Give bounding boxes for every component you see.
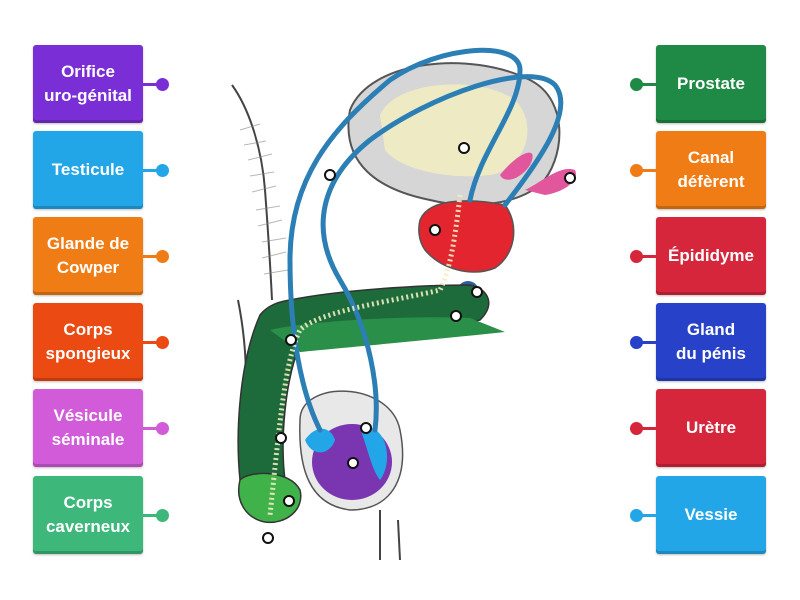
- label-uretre[interactable]: Urètre: [656, 389, 766, 467]
- connector-line: [638, 341, 656, 344]
- connector-dot[interactable]: [630, 422, 643, 435]
- hotspot-prostate[interactable]: [429, 224, 441, 236]
- label-text: Prostate: [676, 74, 746, 93]
- connector-dot[interactable]: [156, 422, 169, 435]
- hotspot-urethra[interactable]: [450, 310, 462, 322]
- connector-dot[interactable]: [156, 78, 169, 91]
- label-vessie[interactable]: Vessie: [656, 476, 766, 554]
- hotspot-urogenital-orifice[interactable]: [262, 532, 274, 544]
- seminal-vesicle-right: [525, 169, 576, 195]
- connector-dot[interactable]: [630, 250, 643, 263]
- hotspot-corpus-cavernosum[interactable]: [285, 334, 297, 346]
- connector-dot[interactable]: [630, 509, 643, 522]
- connector-line: [638, 169, 656, 172]
- label-text: Corps caverneux: [45, 493, 131, 536]
- pubic-hair: [239, 123, 289, 275]
- label-epididyme[interactable]: Épididyme: [656, 217, 766, 295]
- hotspot-corpus-spongiosum[interactable]: [275, 432, 287, 444]
- connector-line: [143, 514, 161, 517]
- label-text: Corps spongieux: [45, 320, 131, 363]
- connector-dot[interactable]: [156, 164, 169, 177]
- prostate: [418, 200, 515, 273]
- hotspot-bladder[interactable]: [458, 142, 470, 154]
- hotspot-vas-deferens[interactable]: [324, 169, 336, 181]
- connector-line: [143, 169, 161, 172]
- label-text: Épididyme: [668, 246, 754, 265]
- hotspot-seminal-vesicle[interactable]: [564, 172, 576, 184]
- connector-dot[interactable]: [630, 78, 643, 91]
- label-text: Vessie: [684, 505, 738, 524]
- label-text: Testicule: [51, 160, 125, 179]
- hotspot-markers[interactable]: [262, 142, 576, 544]
- label-text: Gland du pénis: [676, 320, 746, 363]
- label-corps-caverneux[interactable]: Corps caverneux: [33, 476, 143, 554]
- label-testicule[interactable]: Testicule: [33, 131, 143, 209]
- hotspot-cowper-gland[interactable]: [471, 286, 483, 298]
- seminal-vesicle: [500, 152, 533, 180]
- connector-line: [638, 83, 656, 86]
- connector-line: [143, 255, 161, 258]
- connector-line: [143, 83, 161, 86]
- connector-line: [638, 514, 656, 517]
- label-canal-deferent[interactable]: Canal défèrent: [656, 131, 766, 209]
- epididymis-2: [360, 426, 388, 480]
- connector-dot[interactable]: [630, 164, 643, 177]
- label-vesicule-seminale[interactable]: Vésicule séminale: [33, 389, 143, 467]
- label-text: Orifice uro-génital: [44, 62, 132, 105]
- label-glande-de-cowper[interactable]: Glande de Cowper: [33, 217, 143, 295]
- corpus-spongiosum: [270, 317, 505, 352]
- label-corps-spongieux[interactable]: Corps spongieux: [33, 303, 143, 381]
- vas-deferens-right: [320, 74, 564, 433]
- label-text: Canal défèrent: [677, 148, 745, 191]
- connector-dot[interactable]: [156, 336, 169, 349]
- connector-line: [143, 341, 161, 344]
- connector-dot[interactable]: [630, 336, 643, 349]
- hotspot-epididymis[interactable]: [360, 422, 372, 434]
- label-prostate[interactable]: Prostate: [656, 45, 766, 123]
- label-gland-du-penis[interactable]: Gland du pénis: [656, 303, 766, 381]
- epididymis: [305, 428, 335, 453]
- hotspot-glans[interactable]: [283, 495, 295, 507]
- label-orifice-uro-genital[interactable]: Orifice uro-génital: [33, 45, 143, 123]
- connector-dot[interactable]: [156, 250, 169, 263]
- urethra: [267, 194, 463, 516]
- label-text: Urètre: [685, 418, 737, 437]
- hotspot-testicle[interactable]: [347, 457, 359, 469]
- connector-dot[interactable]: [156, 509, 169, 522]
- connector-line: [638, 255, 656, 258]
- connector-line: [143, 427, 161, 430]
- label-text: Vésicule séminale: [51, 406, 125, 449]
- bladder-inner: [380, 84, 528, 177]
- connector-line: [638, 427, 656, 430]
- label-text: Glande de Cowper: [46, 234, 130, 277]
- vas-deferens-left: [287, 47, 523, 433]
